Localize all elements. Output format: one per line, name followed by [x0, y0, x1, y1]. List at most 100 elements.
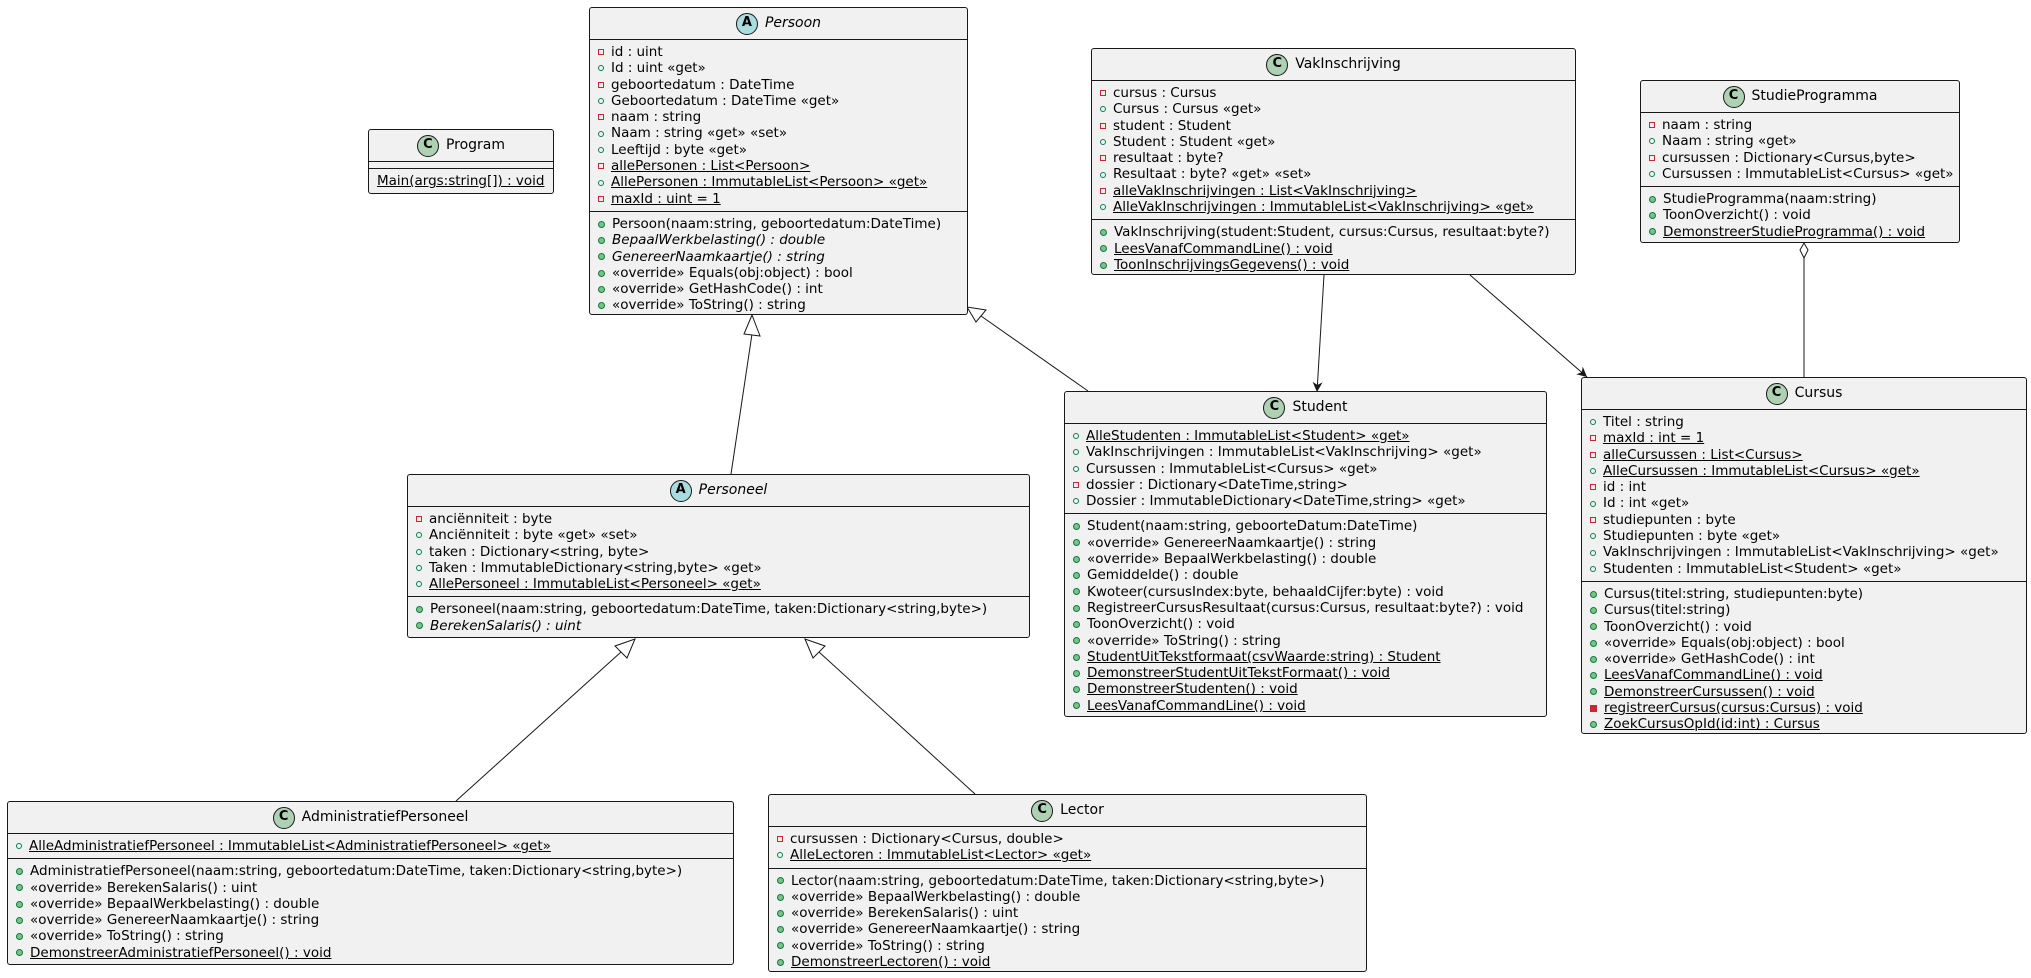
method-text: DemonstreerStudenten() : void: [1087, 681, 1298, 698]
edge-lector-personeel: [818, 651, 976, 795]
method-row: «override» GenereerNaamkaartje() : strin…: [16, 912, 733, 928]
field-row: AlleVakInschrijvingen : ImmutableList<Va…: [1100, 199, 1575, 215]
method-text: BerekenSalaris() : uint: [430, 617, 582, 634]
field-row: Titel : string: [1590, 414, 2026, 430]
fields-section: AlleAdministratiefPersoneel : ImmutableL…: [8, 833, 733, 858]
field-text: Student : Student «get»: [1113, 133, 1276, 150]
method-text: «override» Equals(obj:object) : bool: [612, 264, 853, 281]
method-text: «override» GenereerNaamkaartje() : strin…: [1087, 534, 1377, 551]
field-text: Naam : string «get»: [1662, 133, 1797, 150]
method-row: RegistreerCursusResultaat(cursus:Cursus,…: [1073, 600, 1546, 616]
field-text: alleCursussen : List<Cursus>: [1603, 446, 1803, 463]
field-text: geboortedatum : DateTime: [611, 76, 795, 93]
field-text: alleVakInschrijvingen : List<VakInschrij…: [1113, 182, 1417, 199]
public-visibility-icon: [1649, 195, 1656, 203]
public-visibility-icon: [1590, 549, 1596, 556]
method-text: «override» ToString() : string: [1087, 632, 1281, 649]
private-visibility-icon: [416, 516, 422, 523]
field-text: naam : string: [611, 109, 702, 126]
field-row: naam : string: [598, 109, 967, 125]
field-row: id : uint: [598, 44, 967, 60]
method-text: «override» BepaalWerkbelasting() : doubl…: [30, 895, 320, 912]
public-visibility-icon: [1590, 533, 1596, 540]
method-text: DemonstreerStudentUitTekstFormaat() : vo…: [1087, 665, 1390, 682]
field-text: AllePersonen : ImmutableList<Persoon> «g…: [611, 174, 928, 191]
class-icon: C: [272, 806, 295, 829]
field-row: dossier : Dictionary<DateTime,string>: [1073, 477, 1546, 493]
method-row: «override» GetHashCode() : int: [1590, 651, 2026, 667]
field-text: taken : Dictionary<string, byte>: [429, 543, 650, 560]
public-visibility-icon: [416, 622, 423, 630]
method-row: «override» GetHashCode() : int: [598, 281, 967, 297]
method-text: «override» BerekenSalaris() : uint: [30, 879, 258, 896]
public-visibility-icon: [16, 900, 23, 908]
methods-section: VakInschrijving(student:Student, cursus:…: [1092, 219, 1575, 277]
abstract-class-icon: A: [669, 479, 692, 502]
method-text: ToonOverzicht() : void: [1087, 616, 1235, 633]
method-text: RegistreerCursusResultaat(cursus:Cursus,…: [1087, 599, 1524, 616]
field-text: Cursus : Cursus «get»: [1113, 101, 1262, 118]
method-row: «override» BerekenSalaris() : uint: [777, 905, 1366, 921]
methods-section: Lector(naam:string, geboortedatum:DateTi…: [769, 867, 1366, 975]
method-row: DemonstreerCursussen() : void: [1590, 684, 2026, 700]
method-text: Lector(naam:string, geboortedatum:DateTi…: [791, 872, 1325, 889]
edge-vakinschrijving-cursus: [1469, 274, 1588, 378]
field-row: Taken : ImmutableDictionary<string,byte>…: [416, 560, 1029, 576]
public-visibility-icon: [1590, 419, 1596, 426]
method-text: StudieProgramma(naam:string): [1663, 191, 1877, 208]
method-text: Cursus(titel:string): [1604, 602, 1731, 619]
field-row: cursussen : Dictionary<Cursus, double>: [777, 831, 1366, 847]
method-row: ToonOverzicht() : void: [1073, 616, 1546, 632]
method-text: Kwoteer(cursusIndex:byte, behaaldCijfer:…: [1087, 583, 1444, 600]
abstract-class-icon: A: [735, 12, 758, 35]
field-row: alleVakInschrijvingen : List<VakInschrij…: [1100, 183, 1575, 199]
methods-section: Cursus(titel:string, studiepunten:byte)C…: [1582, 580, 2026, 737]
field-text: Id : int «get»: [1603, 495, 1690, 512]
field-row: AllePersonen : ImmutableList<Persoon> «g…: [598, 174, 967, 190]
public-visibility-icon: [416, 548, 422, 555]
class-icon: C: [1765, 382, 1788, 405]
private-visibility-icon: [1590, 704, 1597, 712]
method-row: LeesVanafCommandLine() : void: [1590, 667, 2026, 683]
field-text: Anciënniteit : byte «get» «set»: [429, 527, 638, 544]
method-row: registreerCursus(cursus:Cursus) : void: [1590, 700, 2026, 716]
method-text: DemonstreerLectoren() : void: [791, 954, 991, 971]
field-text: allePersonen : List<Persoon>: [611, 158, 811, 175]
public-visibility-icon: [598, 236, 605, 244]
inheritance-arrowhead: [614, 638, 636, 659]
field-text: Studenten : ImmutableList<Student> «get»: [1603, 560, 1902, 577]
class-name: AdministratiefPersoneel: [301, 809, 469, 826]
method-row: ZoekCursusOpId(id:int) : Cursus: [1590, 716, 2026, 732]
method-row: «override» BepaalWerkbelasting() : doubl…: [777, 889, 1366, 905]
method-row: «override» BerekenSalaris() : uint: [16, 880, 733, 896]
method-text: AdministratiefPersoneel(naam:string, geb…: [30, 863, 683, 880]
public-visibility-icon: [1649, 212, 1656, 220]
private-visibility-icon: [1100, 187, 1106, 194]
field-row: VakInschrijvingen : ImmutableList<VakIns…: [1073, 444, 1546, 460]
public-visibility-icon: [777, 852, 783, 859]
public-visibility-icon: [416, 565, 422, 572]
method-row: «override» BepaalWerkbelasting() : doubl…: [16, 896, 733, 912]
public-visibility-icon: [1073, 588, 1080, 596]
method-text: Gemiddelde() : double: [1087, 567, 1239, 584]
public-visibility-icon: [1590, 623, 1597, 631]
method-text: «override» ToString() : string: [791, 937, 985, 954]
methods-section: StudieProgramma(naam:string)ToonOverzich…: [1641, 186, 1959, 244]
public-visibility-icon: [777, 877, 784, 885]
field-text: Resultaat : byte? «get» «set»: [1113, 166, 1312, 183]
edge-student-persoon: [980, 315, 1089, 392]
